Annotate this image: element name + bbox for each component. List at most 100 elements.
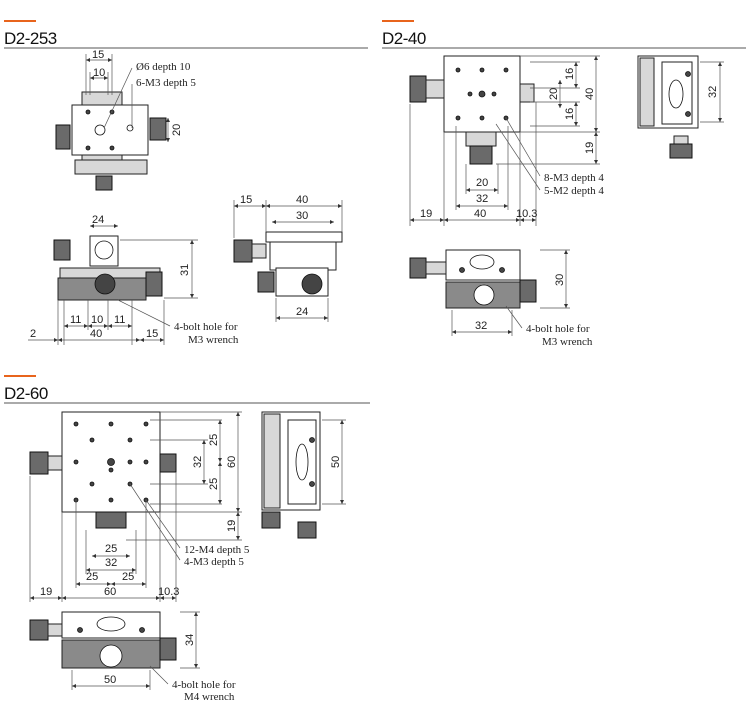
knob-left	[409, 257, 427, 279]
dim-label: 32	[475, 320, 487, 332]
note-text: 4-M3 depth 5	[184, 556, 244, 568]
knob-shaft	[425, 261, 447, 275]
note-text: 4-bolt hole for	[526, 323, 590, 335]
leader-line	[103, 67, 133, 129]
tap-hole	[459, 267, 465, 273]
header-d2-60: D2-60	[4, 375, 370, 404]
stage-base	[74, 159, 148, 175]
tap-hole	[455, 115, 461, 121]
dim-label: 19	[226, 520, 238, 532]
dim-label: 15	[146, 328, 158, 340]
leader-line	[495, 123, 541, 191]
dim-label: 15	[240, 194, 252, 206]
dim-label: 32	[105, 557, 117, 569]
knob-bottom	[669, 143, 693, 159]
dim-label: 30	[554, 274, 566, 286]
dim-label: 34	[184, 634, 196, 646]
slot-hole	[668, 79, 684, 109]
tap-hole	[309, 481, 315, 487]
dim-label: 24	[92, 214, 104, 226]
note-text: 6-M3 depth 5	[136, 77, 196, 89]
tap-hole	[467, 91, 473, 97]
tap-hole	[503, 67, 509, 73]
dim-label: 25	[208, 478, 220, 490]
dim-label: 16	[564, 68, 576, 80]
dim-label: 10.3	[158, 586, 179, 598]
tap-hole	[85, 109, 91, 115]
tap-hole	[479, 67, 485, 73]
tap-hole	[89, 437, 95, 443]
dim-label: 16	[564, 108, 576, 120]
center-hole	[107, 458, 115, 466]
note-text: 8-M3 depth 4	[544, 172, 604, 184]
dim-label: 11	[70, 314, 81, 326]
section-title: D2-253	[4, 29, 57, 48]
dim-label: 25	[122, 571, 134, 583]
dim-label: 19	[584, 142, 596, 154]
dim-label: 40	[474, 208, 486, 220]
knob-left	[409, 75, 427, 103]
tap-hole	[127, 437, 133, 443]
base-knob-circle	[301, 273, 323, 295]
tap-hole	[143, 421, 149, 427]
tap-hole	[73, 459, 79, 465]
knob-left	[55, 124, 71, 150]
knob-left	[53, 239, 71, 261]
tap-hole	[127, 459, 133, 465]
knob-bottom	[95, 175, 113, 191]
stage-body	[269, 241, 337, 271]
dim-label: 50	[330, 456, 342, 468]
tap-hole	[126, 124, 134, 132]
tap-hole	[139, 627, 145, 633]
note-text: Ø6 depth 10	[136, 61, 191, 73]
stage-top	[265, 231, 343, 243]
tap-hole	[108, 467, 114, 473]
knob-bottom	[257, 271, 275, 293]
knob-right	[519, 279, 537, 303]
dim-label: 10.3	[516, 208, 537, 220]
dim-label: 20	[548, 88, 560, 100]
header-d2-40: D2-40	[382, 20, 746, 49]
tap-hole	[455, 67, 461, 73]
knob-left	[233, 239, 253, 263]
section-title: D2-40	[382, 29, 426, 48]
knob-shaft	[673, 135, 689, 145]
note-text: 5-M2 depth 4	[544, 185, 604, 197]
dim-label: 60	[104, 586, 116, 598]
dim-label: 40	[584, 88, 596, 100]
stage-rail	[263, 413, 281, 509]
knob-bottom-right	[297, 521, 317, 539]
accent-bar	[4, 20, 36, 22]
tap-hole	[491, 91, 497, 97]
leader-line	[505, 305, 523, 329]
center-hole	[94, 124, 106, 136]
dim-label: 40	[296, 194, 308, 206]
base-knob-circle	[94, 273, 116, 295]
note-text: M3 wrench	[188, 334, 239, 346]
stage-rail	[639, 57, 655, 127]
d2-253-front-view: 24 31 11 10 11 2 40 15 4-bolt hole for M…	[28, 214, 239, 346]
tap-hole	[478, 90, 486, 98]
knob-right	[145, 271, 163, 297]
tap-hole	[77, 627, 83, 633]
dim-label: 32	[192, 456, 204, 468]
note-text: M4 wrench	[184, 691, 235, 703]
dim-label: 40	[90, 328, 102, 340]
knob-shaft	[47, 623, 63, 637]
slot-hole	[469, 254, 495, 270]
knob-left	[29, 451, 49, 475]
dim-label: 25	[86, 571, 98, 583]
leader-line	[505, 117, 541, 177]
knob-bottom	[469, 145, 493, 165]
side-block	[519, 83, 535, 103]
d2-40-top-view: 16 20 16 40 19 20 32 19 40 10.3 8-M3 dep…	[409, 55, 604, 226]
accent-bar	[4, 375, 36, 377]
d2-253-top-view: 15 10 20 Ø6 depth 10 6-M3 depth 5	[55, 49, 196, 191]
dim-label: 2	[30, 328, 36, 340]
tap-hole	[309, 437, 315, 443]
accent-bar	[382, 20, 414, 22]
knob-bottom-left	[261, 511, 281, 529]
leader-line	[117, 299, 171, 327]
dim-label: 25	[208, 434, 220, 446]
section-title: D2-60	[4, 384, 48, 403]
